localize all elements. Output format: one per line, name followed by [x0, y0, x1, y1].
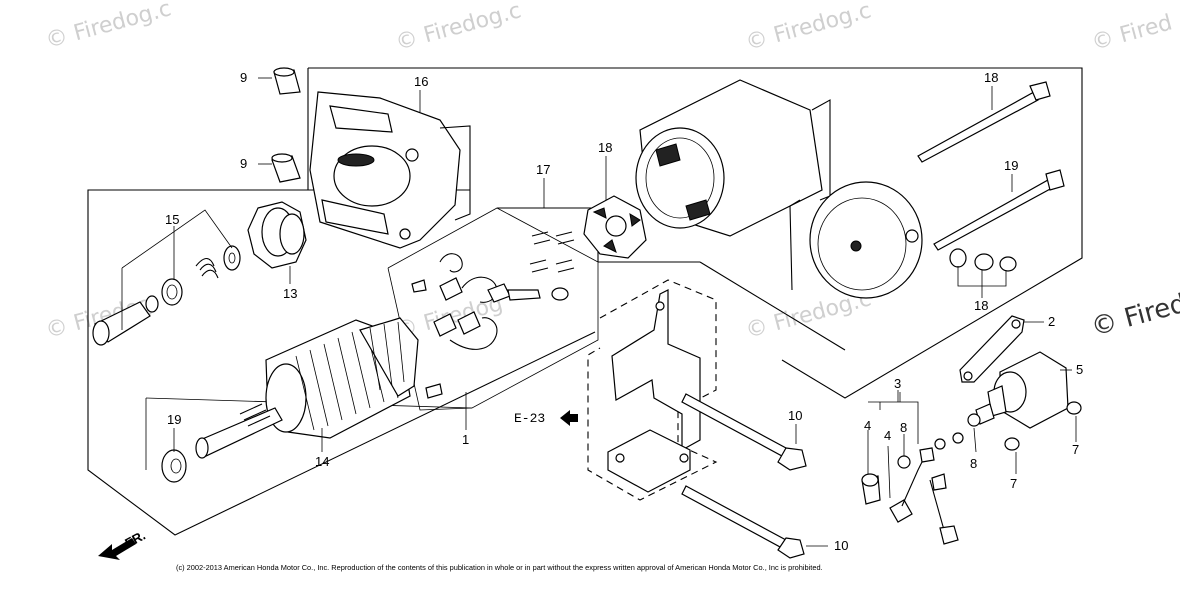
part-label-5: 4 — [884, 428, 891, 443]
part-label-18: 19 — [1004, 158, 1018, 173]
brush-holder-14 — [411, 231, 575, 399]
part-label-14: 17 — [536, 162, 550, 177]
front-direction-indicator: FR. — [98, 528, 148, 560]
part-label-2: 2 — [1048, 314, 1055, 329]
watermark: © Firedog.c — [43, 0, 174, 54]
part-label-7: 7 — [1010, 476, 1017, 491]
starter-bracket — [607, 289, 701, 493]
part-label-19: 19 — [167, 412, 181, 427]
part-label-9: 9 — [240, 156, 247, 171]
reference-arrow-icon — [560, 410, 578, 426]
part-label-12: 14 — [315, 454, 329, 469]
solenoid-6 — [975, 351, 1069, 429]
brush-plate-15 — [583, 195, 647, 259]
part-label-6: 5 — [1076, 362, 1083, 377]
pinion-gear-11 — [247, 201, 307, 269]
motor-yoke — [635, 79, 831, 237]
through-bolt-18-lower — [933, 169, 1065, 251]
bolt-10-lower — [681, 485, 805, 559]
part-label-15: 18 — [598, 140, 612, 155]
part-label-13: 15 — [165, 212, 179, 227]
part-label-1: 1 — [462, 432, 469, 447]
part-label-17: 18 — [974, 298, 988, 313]
plate-2 — [959, 315, 1025, 383]
through-bolt-18-upper — [917, 81, 1051, 163]
washer-19 — [161, 449, 187, 483]
part-label-18: 18 — [984, 70, 998, 85]
watermark: © Firedo — [1088, 285, 1180, 343]
cable-set-3 — [861, 392, 959, 545]
part-label-7: 7 — [1072, 442, 1079, 457]
part-label-9: 9 — [240, 70, 247, 85]
bracket-dashed-outline — [587, 279, 718, 501]
front-arrow-icon — [98, 538, 136, 560]
collar-9-top — [273, 67, 301, 95]
copyright-notice: (c) 2002-2013 American Honda Motor Co., … — [176, 563, 823, 572]
reference-e23: E-23 — [514, 410, 578, 426]
part-number-labels: 9 9 16 15 13 17 18 18 19 18 2 5 3 1 14 1… — [165, 70, 1083, 553]
leader-lines — [173, 77, 1077, 547]
armature-12 — [195, 317, 419, 459]
reference-label: E-23 — [514, 411, 545, 426]
part-label-10: 10 — [834, 538, 848, 553]
watermark: © Firedog.c — [743, 0, 874, 56]
part-label-8: 8 — [900, 420, 907, 435]
watermark: © Firedog.c — [393, 0, 524, 56]
rear-cover — [789, 181, 923, 299]
bolt-10-upper — [681, 393, 807, 471]
nut-washer-parts — [897, 401, 1082, 469]
collar-9-bottom — [271, 153, 301, 183]
part-label-8: 8 — [970, 456, 977, 471]
part-label-11: 13 — [283, 286, 297, 301]
front-cover-16 — [309, 91, 471, 249]
part-label-3: 3 — [894, 376, 901, 391]
assembly-outline — [87, 67, 1083, 536]
watermark: © Fired — [1089, 10, 1175, 55]
part-label-4: 4 — [864, 418, 871, 433]
part-label-10: 10 — [788, 408, 802, 423]
part-label-16: 16 — [414, 74, 428, 89]
pinion-stop-set-13 — [92, 209, 241, 346]
washer-nut-set-17 — [949, 248, 1017, 287]
